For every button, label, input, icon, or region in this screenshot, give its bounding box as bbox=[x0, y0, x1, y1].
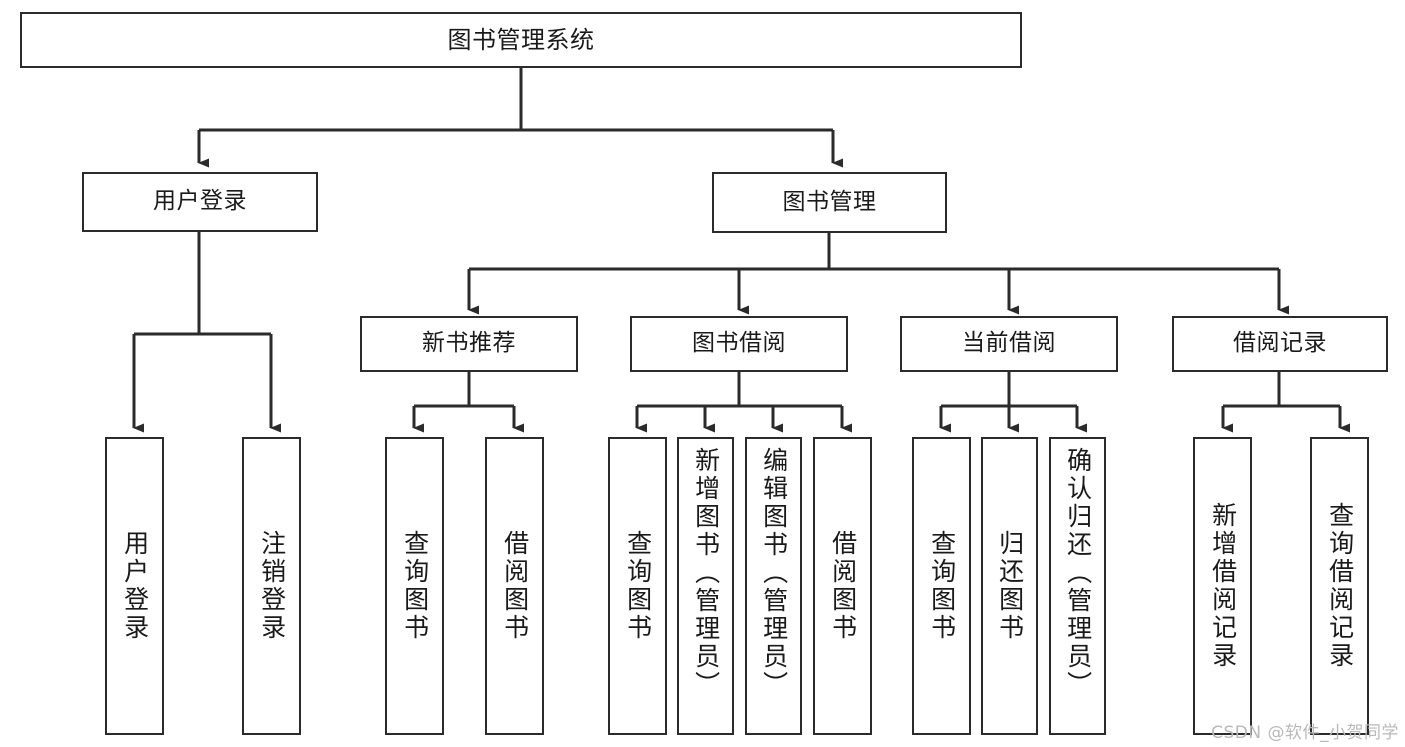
node-label: 确认归还（管理员） bbox=[1063, 447, 1093, 699]
node-label: 图书借阅 bbox=[692, 330, 786, 357]
node-label: 查询图书 bbox=[400, 530, 430, 642]
leaf-book-borrow-borrow-book[interactable]: 借阅图书 bbox=[813, 437, 872, 735]
leaf-current-borrow-query-book[interactable]: 查询图书 bbox=[912, 437, 971, 735]
node-label: 查询图书 bbox=[623, 530, 653, 642]
node-label: 用户登录 bbox=[120, 530, 150, 642]
node-label: 当前借阅 bbox=[962, 330, 1056, 357]
node-book-borrow[interactable]: 图书借阅 bbox=[630, 316, 848, 372]
node-root-book-management-system[interactable]: 图书管理系统 bbox=[20, 12, 1022, 68]
node-new-book-recommend[interactable]: 新书推荐 bbox=[360, 316, 578, 372]
leaf-book-borrow-add-book-admin[interactable]: 新增图书（管理员） bbox=[677, 437, 734, 735]
node-label: 新增借阅记录 bbox=[1208, 502, 1238, 670]
leaf-user-login-logout[interactable]: 注销登录 bbox=[242, 437, 301, 735]
node-book-management[interactable]: 图书管理 bbox=[712, 172, 947, 233]
node-label: 新增图书（管理员） bbox=[691, 447, 721, 699]
csdn-watermark: CSDN @软件_小贺同学 bbox=[1211, 723, 1399, 743]
node-label: 借阅图书 bbox=[500, 530, 530, 642]
leaf-book-borrow-query-book[interactable]: 查询图书 bbox=[608, 437, 667, 735]
leaf-new-book-borrow-book[interactable]: 借阅图书 bbox=[485, 437, 544, 735]
node-label: 借阅记录 bbox=[1233, 330, 1327, 357]
node-label: 用户登录 bbox=[153, 188, 247, 215]
node-label: 查询图书 bbox=[927, 530, 957, 642]
leaf-borrow-record-add-record[interactable]: 新增借阅记录 bbox=[1193, 437, 1252, 735]
leaf-current-borrow-return-book[interactable]: 归还图书 bbox=[981, 437, 1038, 735]
node-label: 借阅图书 bbox=[828, 530, 858, 642]
node-borrow-record[interactable]: 借阅记录 bbox=[1172, 316, 1388, 372]
leaf-new-book-query-book[interactable]: 查询图书 bbox=[385, 437, 444, 735]
node-label: 图书管理 bbox=[782, 188, 877, 215]
node-label: 编辑图书（管理员） bbox=[759, 447, 789, 699]
node-label: 归还图书 bbox=[995, 530, 1025, 642]
leaf-user-login-do-login[interactable]: 用户登录 bbox=[105, 437, 164, 735]
node-label: 图书管理系统 bbox=[447, 25, 595, 54]
node-label: 注销登录 bbox=[257, 530, 287, 642]
leaf-current-borrow-confirm-return-admin[interactable]: 确认归还（管理员） bbox=[1049, 437, 1106, 735]
leaf-book-borrow-edit-book-admin[interactable]: 编辑图书（管理员） bbox=[745, 437, 802, 735]
node-user-login[interactable]: 用户登录 bbox=[82, 172, 318, 232]
node-current-borrow[interactable]: 当前借阅 bbox=[900, 316, 1118, 372]
node-label: 查询借阅记录 bbox=[1325, 502, 1355, 670]
node-label: 新书推荐 bbox=[422, 330, 516, 357]
leaf-borrow-record-query-record[interactable]: 查询借阅记录 bbox=[1310, 437, 1369, 735]
